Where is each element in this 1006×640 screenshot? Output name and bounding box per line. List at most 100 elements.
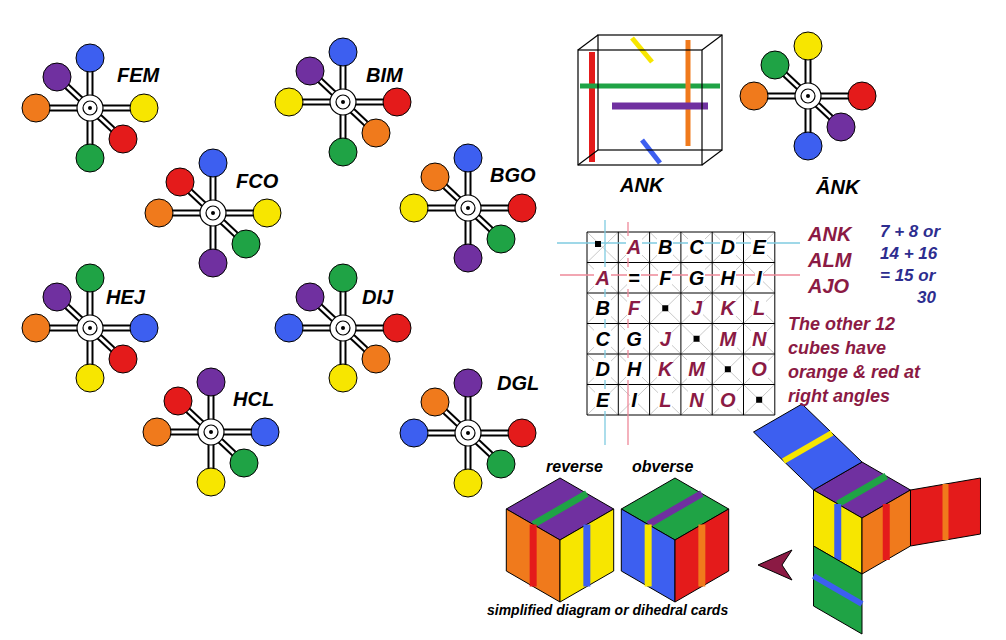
color-ball (400, 194, 428, 222)
note: simplified diagram or dihedral cards (487, 602, 728, 618)
cell-diagonal (744, 354, 775, 385)
color-ball (275, 88, 303, 116)
cell-diagonal (618, 232, 649, 263)
table-cell: N (688, 389, 704, 411)
card-face (621, 509, 675, 602)
hub (198, 419, 224, 445)
table-cell: N (681, 389, 712, 411)
cell-diagonal (712, 385, 743, 416)
hub (211, 211, 215, 215)
cell-diagonal (587, 324, 618, 355)
color-ball (22, 314, 50, 342)
cell-diagonal (712, 324, 743, 355)
cell-diagonal (587, 385, 618, 416)
table-cell: M (719, 328, 738, 350)
cube-name: BGO (490, 164, 536, 186)
hub (330, 89, 356, 115)
note: 30 (917, 288, 936, 307)
cell-diagonal (650, 324, 681, 355)
color-ball (130, 94, 158, 122)
note: reverse (546, 458, 603, 475)
table-cell: J (681, 297, 712, 319)
color-ball (275, 314, 303, 342)
cube-edge (578, 50, 702, 165)
hub (455, 195, 481, 221)
table-cell: B (587, 297, 618, 319)
table-cell: B (594, 297, 610, 319)
cell-diagonal (681, 293, 712, 324)
hub (341, 100, 345, 104)
color-ball (508, 419, 536, 447)
cell-diagonal (744, 324, 775, 355)
note: = 15 or (880, 266, 935, 285)
color-ball (740, 82, 768, 110)
note: ALM (808, 249, 851, 271)
table-cell: J (659, 328, 672, 350)
color-ball (329, 38, 357, 66)
color-ball (143, 418, 171, 446)
table-cell: K (712, 297, 743, 319)
hub (330, 315, 356, 341)
cell-diagonal (744, 232, 775, 263)
table-cell: I (744, 267, 775, 289)
cube-edge (578, 35, 598, 50)
note: obverse (632, 458, 693, 476)
cell-diagonal (712, 232, 743, 263)
hub (206, 206, 220, 220)
color-ball (199, 149, 227, 177)
cell-diagonal (587, 263, 618, 294)
grid-line (743, 232, 744, 415)
color-ball (76, 264, 104, 292)
table-cell: D (594, 358, 610, 380)
cube-name: FEM (117, 64, 159, 86)
arrowhead (758, 550, 792, 580)
card-stripe (530, 525, 537, 587)
color-ball (454, 244, 482, 272)
hub (77, 95, 103, 121)
cell-diagonal (587, 232, 618, 263)
color-ball (383, 314, 411, 342)
hub (461, 426, 475, 440)
table-cell: C (681, 236, 712, 258)
color-ball (827, 113, 855, 141)
color-ball (421, 388, 449, 416)
table-cell: M (681, 358, 712, 380)
table-cell: B (650, 236, 681, 258)
cell-diagonal (650, 232, 681, 263)
table-cell: = (627, 267, 641, 289)
cell-diagonal (681, 324, 712, 355)
cell-diagonal (744, 354, 775, 385)
cell-diagonal (587, 232, 618, 263)
note: reverse (546, 458, 603, 476)
cube-name: FCO (236, 170, 278, 192)
cell-diagonal (712, 354, 743, 385)
table-cell: E (587, 389, 618, 411)
color-ball (197, 468, 225, 496)
cell-diagonal (618, 354, 649, 385)
color-ball (454, 469, 482, 497)
color-ball (130, 314, 158, 342)
table-cell: N (751, 328, 767, 350)
grid-line (618, 232, 619, 415)
color-ball (761, 51, 789, 79)
note: The other 12 cubes have orange & red at … (788, 312, 928, 408)
cube-name: DGL (497, 372, 539, 394)
cube-name: ĀNK (816, 176, 859, 198)
table-cell: O (719, 389, 737, 411)
cell-diagonal (744, 232, 775, 263)
cube-name: BIM (366, 64, 403, 86)
cube-name: HCL (233, 388, 274, 410)
cell-diagonal (618, 232, 649, 263)
card-stripe (838, 476, 886, 504)
table-cell: B (657, 236, 673, 258)
cube-name: HEJ (106, 286, 145, 308)
cell-diagonal (618, 354, 649, 385)
cube-name: ĀNK (816, 176, 859, 198)
grid-line (774, 232, 775, 415)
grid-line (587, 232, 588, 415)
cell-diagonal (650, 324, 681, 355)
cell-diagonal (650, 293, 681, 324)
cell-diagonal (618, 293, 649, 324)
table-cell: F (618, 297, 649, 319)
card-face (675, 509, 729, 602)
